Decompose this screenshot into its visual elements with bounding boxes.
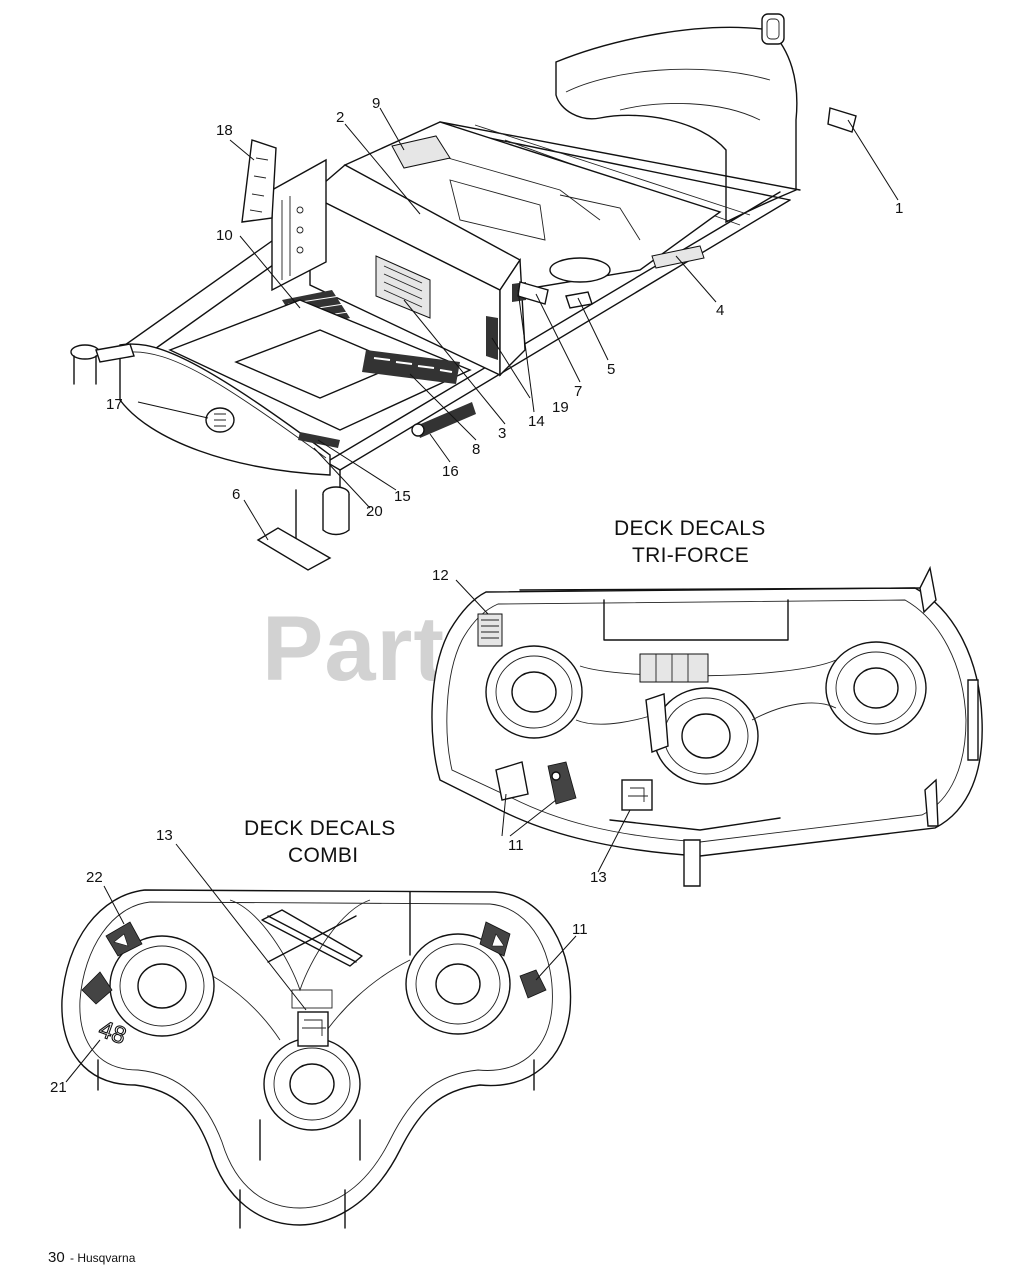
triforce-idler [639, 653, 709, 683]
callout-13-combi: 13 [156, 827, 173, 844]
callout-13-triforce: 13 [590, 869, 607, 886]
callout-12: 12 [432, 567, 449, 584]
combi-heading-2: COMBI [288, 844, 358, 867]
decal-11-combi-left [81, 971, 113, 1005]
callout-2: 2 [336, 109, 344, 126]
decal-9 [391, 135, 451, 169]
callout-19: 19 [552, 399, 569, 416]
callout-5: 5 [607, 361, 615, 378]
triforce-callouts: 12 11 13 [432, 567, 607, 886]
caster-right [322, 494, 350, 536]
decal-8 [362, 350, 460, 384]
caster-left-top [70, 344, 100, 360]
callout-22: 22 [86, 869, 103, 886]
decal-11-combi-right [519, 969, 547, 999]
callout-18: 18 [216, 122, 233, 139]
callout-9: 9 [372, 95, 380, 112]
triforce-deck [431, 565, 983, 887]
decal-11-triforce-a [495, 761, 529, 801]
combi-deck: 48 [61, 889, 572, 1229]
callout-8: 8 [472, 441, 480, 458]
wheel-cutout [549, 257, 611, 283]
callout-15: 15 [394, 488, 411, 505]
callout-6: 6 [232, 486, 240, 503]
left-upright [271, 158, 327, 292]
callout-10: 10 [216, 227, 233, 244]
frame-assembly [70, 13, 857, 571]
triforce-heading-2: TRI-FORCE [632, 544, 749, 567]
decal-13-combi [297, 1011, 329, 1047]
decal-12 [477, 613, 503, 647]
callout-20: 20 [366, 503, 383, 520]
footer-brand: - Husqvarna [70, 1251, 136, 1265]
combi-callouts: 13 22 11 21 [50, 827, 588, 1096]
triforce-heading-1: DECK DECALS [614, 517, 766, 540]
combi-leaders [65, 843, 577, 1083]
decal-4 [651, 245, 705, 269]
decal-15 [298, 432, 340, 448]
callout-7: 7 [574, 383, 582, 400]
fender-emblem [761, 13, 785, 45]
decal-6 [256, 527, 332, 571]
callout-11-triforce: 11 [508, 837, 524, 854]
decal-16 [416, 402, 476, 438]
callout-21: 21 [50, 1079, 67, 1096]
callout-14: 14 [528, 413, 545, 430]
callout-4: 4 [716, 302, 724, 319]
callout-16: 16 [442, 463, 459, 480]
triforce-leaders [455, 579, 631, 873]
decal-3 [375, 255, 431, 319]
decal-1 [827, 107, 857, 133]
callout-3: 3 [498, 425, 506, 442]
callout-17: 17 [106, 396, 123, 413]
frame-leaders [137, 107, 899, 541]
decal-18 [241, 139, 277, 223]
callout-11-combi: 11 [572, 921, 588, 938]
frame-callouts: 1 2 3 4 5 6 7 8 9 10 14 15 16 17 18 19 2… [106, 95, 903, 520]
decal-13-triforce [621, 779, 653, 811]
combi-heading-1: DECK DECALS [244, 817, 396, 840]
callout-1: 1 [895, 200, 903, 217]
page-number: 30 [48, 1249, 65, 1266]
